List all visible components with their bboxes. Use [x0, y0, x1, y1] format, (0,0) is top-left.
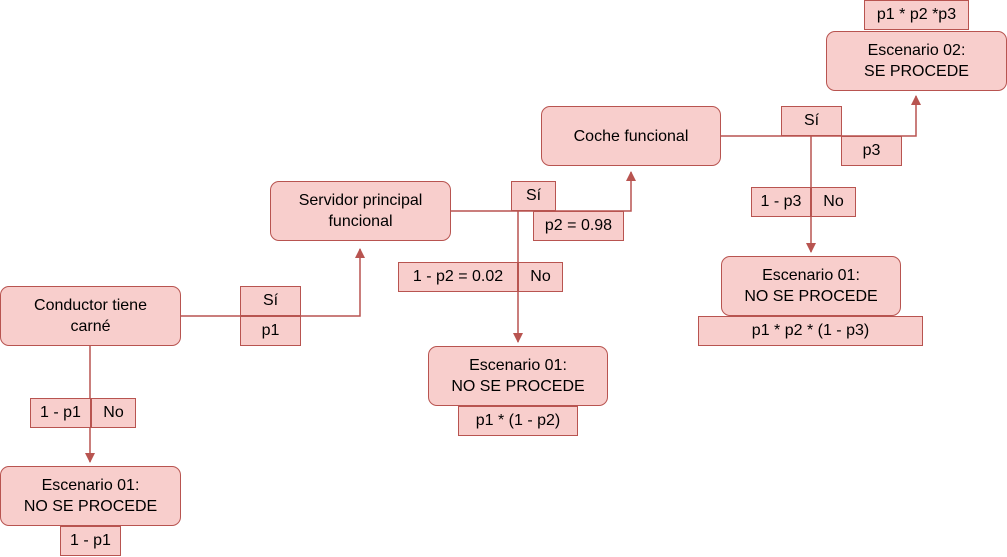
label-p3: p3: [841, 136, 902, 166]
label-no-coche: No: [811, 187, 856, 217]
label-result-1-minus-p1: 1 - p1: [60, 526, 121, 556]
label-result-p1-p2-1-minus-p3: p1 * p2 * (1 - p3): [698, 316, 923, 346]
node-coche-funcional: Coche funcional: [541, 106, 721, 166]
label-one-minus-p2: 1 - p2 = 0.02: [398, 262, 518, 292]
label-si-servidor: Sí: [511, 181, 556, 211]
label-one-minus-p1: 1 - p1: [30, 398, 91, 428]
label-no-servidor: No: [518, 262, 563, 292]
node-escenario-01-c: Escenario 01:NO SE PROCEDE: [721, 256, 901, 316]
node-escenario-02: Escenario 02:SE PROCEDE: [826, 31, 1007, 91]
label-si-conductor: Sí: [240, 286, 301, 316]
node-escenario-01-b: Escenario 01:NO SE PROCEDE: [428, 346, 608, 406]
label-one-minus-p3: 1 - p3: [751, 187, 811, 217]
label-result-p1-1-minus-p2: p1 * (1 - p2): [458, 406, 578, 436]
label-si-coche: Sí: [781, 106, 842, 136]
label-p2: p2 = 0.98: [533, 211, 624, 241]
label-no-conductor: No: [91, 398, 136, 428]
node-escenario-01-a: Escenario 01:NO SE PROCEDE: [0, 466, 181, 526]
edge-coche-si-escenario02: [721, 95, 921, 137]
edge-servidor-si-coche: [451, 171, 636, 212]
label-p1: p1: [240, 316, 301, 346]
label-result-p1-p2-p3: p1 * p2 *p3: [864, 0, 969, 30]
